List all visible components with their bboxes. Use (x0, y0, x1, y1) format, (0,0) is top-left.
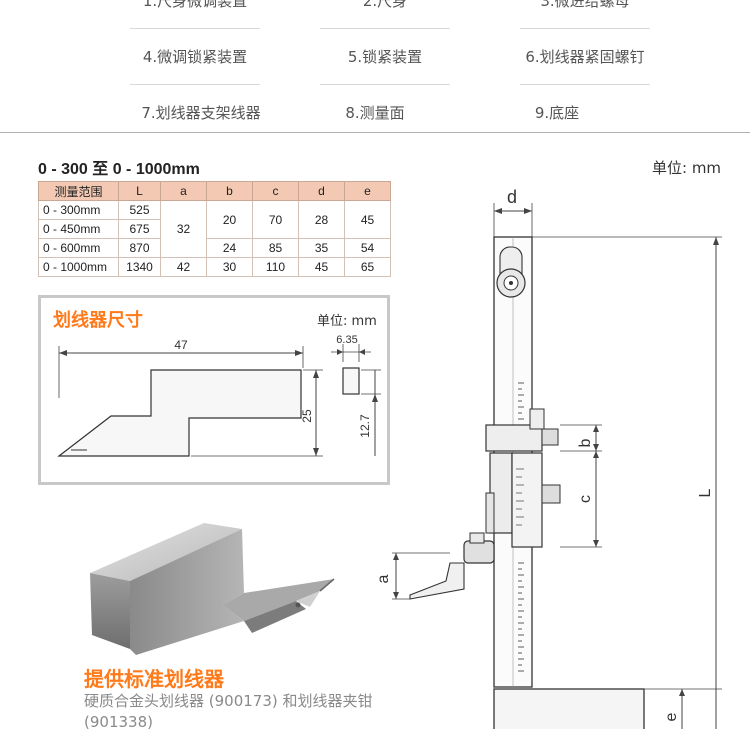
table-cell: 30 (206, 257, 253, 277)
divider (320, 28, 450, 29)
dim-thickness-label: 6.35 (336, 334, 357, 346)
part-item-3: 3.微进给螺母 (540, 0, 630, 10)
height-gauge-drawing: d (375, 187, 722, 729)
table-cell: 45 (344, 200, 391, 239)
divider (130, 28, 260, 29)
photo-description: 硬质合金头划线器 (900173) 和划线器夹钳 (901338) (84, 692, 373, 729)
scriber-side-view (342, 367, 360, 395)
parts-list: 1.尺身微调装置 2.尺身 3.微进给螺母 4.微调锁紧装置 5.锁紧装置 6.… (0, 0, 750, 132)
scriber-holder (463, 540, 495, 564)
table-cell: 110 (252, 257, 299, 277)
column-header: c (252, 181, 299, 201)
column-header: d (298, 181, 345, 201)
column-header: e (344, 181, 391, 201)
table-cell: 32 (160, 200, 207, 258)
scriber-title: 划线器尺寸 (53, 310, 143, 331)
table-cell: 65 (344, 257, 391, 277)
scriber-unit: 单位: mm (317, 314, 377, 329)
column-header: a (160, 181, 207, 201)
scriber-outline (57, 369, 302, 457)
base (493, 688, 645, 729)
table-cell: 0 - 450mm (38, 219, 119, 239)
table-row: 0 - 300mm 525 32 20 70 28 45 (38, 200, 391, 258)
dim-length-label: 47 (174, 338, 188, 352)
table-cell: 0 - 300mm (38, 200, 119, 220)
divider (130, 84, 260, 85)
dim-c-label: c (577, 495, 594, 503)
dimension-table: 测量范围 L a b c d e 0 - 300mm 525 32 20 70 … (38, 181, 391, 277)
part-item-8: 8.测量面 (345, 104, 405, 122)
part-item-9: 9.底座 (534, 104, 580, 122)
part-item-1: 1.尺身微调装置 (142, 0, 248, 10)
divider (520, 84, 650, 85)
scriber-drawing: 47 25 6.35 12.7 (57, 334, 381, 457)
divider (320, 84, 450, 85)
part-item-6: 6.划线器紧固螺钉 (525, 48, 645, 66)
table-cell: 70 (252, 200, 299, 239)
part-item-7: 7.划线器支架线器 (141, 104, 261, 122)
column-header: 测量范围 (38, 181, 119, 201)
column-header: L (118, 181, 161, 201)
table-cell: 675 (118, 219, 161, 239)
table-cell: 85 (252, 238, 299, 258)
dim-height-label: 25 (300, 409, 314, 423)
table-cell: 35 (298, 238, 345, 258)
scriber-tip (409, 562, 465, 600)
table-row: 0 - 600mm 870 24 85 35 54 (38, 238, 391, 258)
table-cell: 24 (206, 238, 253, 258)
table-cell: 870 (118, 238, 161, 258)
table-header-row: 测量范围 L a b c d e (38, 181, 391, 201)
part-item-5: 5.锁紧装置 (347, 48, 423, 66)
table-cell: 54 (344, 238, 391, 258)
unit-label: 单位: mm (652, 159, 722, 177)
divider (520, 28, 650, 29)
scriber-dimension-panel: 划线器尺寸 单位: mm 47 25 (38, 295, 390, 485)
spec-section: 0 - 300 至 0 - 1000mm 单位: mm 测量范围 L a b c… (0, 132, 750, 729)
dim-e-label: e (663, 712, 680, 721)
table-cell: 1340 (118, 257, 161, 277)
part-item-4: 4.微调锁紧装置 (142, 48, 248, 66)
dim-a-label: a (375, 574, 392, 583)
table-cell: 28 (298, 200, 345, 239)
dim-tip-label: 12.7 (358, 414, 372, 438)
range-title: 0 - 300 至 0 - 1000mm (38, 161, 200, 178)
table-cell: 0 - 1000mm (38, 257, 119, 277)
table-cell: 42 (160, 257, 207, 277)
table-cell: 0 - 600mm (38, 238, 119, 258)
dim-d-label: d (507, 187, 517, 207)
table-cell: 525 (118, 200, 161, 220)
part-item-2: 2.尺身 (362, 0, 408, 10)
dim-b-label: b (577, 438, 594, 447)
table-cell: 20 (206, 200, 253, 239)
table-cell: 45 (298, 257, 345, 277)
column-header: b (206, 181, 253, 201)
scriber-photo (90, 523, 335, 655)
dim-L-label: L (697, 488, 714, 497)
table-row: 0 - 1000mm 1340 42 30 110 45 65 (38, 257, 391, 277)
photo-title: 提供标准划线器 (84, 667, 224, 691)
